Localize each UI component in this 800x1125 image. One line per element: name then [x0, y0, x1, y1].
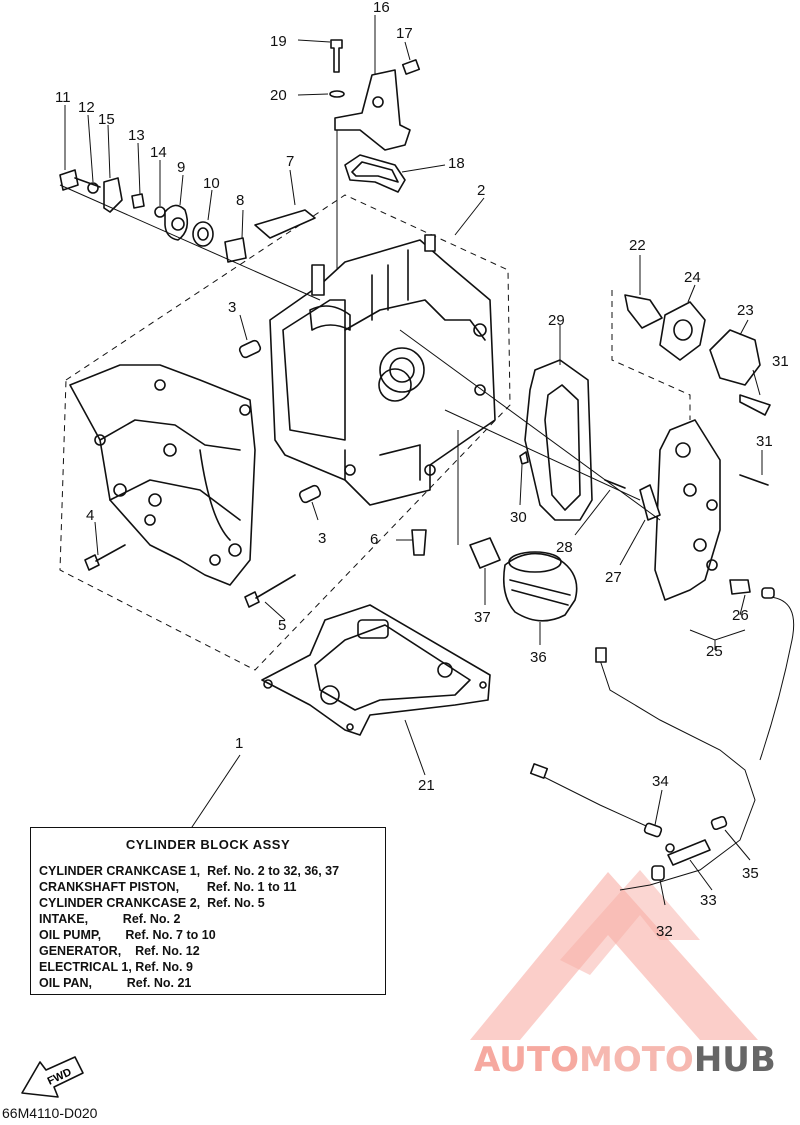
- assy-table-title: CYLINDER BLOCK ASSY: [125, 837, 291, 852]
- oil-pan-gasket: [261, 604, 491, 736]
- assy-row: ELECTRICAL 1, Ref. No. 9: [39, 960, 193, 974]
- callout-2: 2: [477, 182, 485, 199]
- bolt-5: [244, 574, 296, 608]
- callout-34: 34: [652, 773, 669, 790]
- callout-33: 33: [700, 892, 717, 909]
- callout-31-upper: 31: [772, 353, 789, 370]
- callout-12: 12: [78, 99, 95, 116]
- callout-35: 35: [742, 865, 759, 882]
- assy-row: OIL PAN, Ref. No. 21: [39, 976, 192, 990]
- bolt-4: [84, 544, 126, 571]
- callout-23: 23: [737, 302, 754, 319]
- top-bracket-assembly: [329, 39, 421, 270]
- callout-32: 32: [656, 923, 673, 940]
- breather-hose: [529, 587, 795, 891]
- callout-24: 24: [684, 269, 701, 286]
- cylinder-block-assy-table: CYLINDER BLOCK ASSY CYLINDER CRANKCASE 1…: [30, 827, 386, 995]
- callout-37: 37: [474, 609, 491, 626]
- dowel-pin-lower: [298, 484, 322, 504]
- cylinder-block: [269, 234, 496, 506]
- fitting-6: [411, 529, 427, 556]
- callout-9: 9: [177, 159, 185, 176]
- callout-11: 11: [55, 89, 71, 106]
- callout-7: 7: [286, 153, 294, 170]
- callout-31-lower: 31: [756, 433, 773, 450]
- callout-29: 29: [548, 312, 565, 329]
- watermark-text: AUTOMOTOHUB: [474, 1040, 776, 1080]
- callout-26: 26: [732, 607, 749, 624]
- callout-21: 21: [418, 777, 435, 794]
- callout-22: 22: [629, 237, 646, 254]
- callout-3-lower: 3: [318, 530, 326, 547]
- assy-row: GENERATOR, Ref. No. 12: [39, 944, 200, 958]
- drawing-code: 66M4110-D020: [2, 1105, 98, 1121]
- callout-28: 28: [556, 539, 573, 556]
- callout-15: 15: [98, 111, 115, 128]
- callout-20: 20: [270, 87, 287, 104]
- watermark-logo: [470, 870, 758, 1040]
- fwd-arrow: FWD: [21, 1056, 84, 1098]
- assy-row: INTAKE, Ref. No. 2: [39, 912, 181, 926]
- assy-row: OIL PUMP, Ref. No. 7 to 10: [39, 928, 216, 942]
- dashed-outline-lower: [59, 194, 511, 671]
- callout-17: 17: [396, 25, 413, 42]
- callout-14: 14: [150, 144, 167, 161]
- oil-filter: [457, 430, 578, 622]
- callout-1: 1: [235, 735, 243, 752]
- oil-pump-stack: [59, 169, 321, 301]
- callout-16: 16: [373, 0, 390, 16]
- right-cover-assembly: [399, 294, 771, 601]
- leader-lines: [64, 15, 763, 906]
- watermark-part-hub: HUB: [693, 1040, 776, 1080]
- dashed-outline-right: [611, 290, 691, 420]
- callout-3-upper: 3: [228, 299, 236, 316]
- callout-19: 19: [270, 33, 287, 50]
- assy-row: CYLINDER CRANKCASE 2, Ref. No. 5: [39, 896, 265, 910]
- callout-8: 8: [236, 192, 244, 209]
- callout-18: 18: [448, 155, 465, 172]
- callout-4: 4: [86, 507, 94, 524]
- crankcase-half: [69, 364, 256, 586]
- callout-5: 5: [278, 617, 286, 634]
- callout-27: 27: [605, 569, 622, 586]
- callout-36: 36: [530, 649, 547, 666]
- dowel-pin-upper: [238, 339, 262, 359]
- callout-25: 25: [706, 643, 723, 660]
- callout-13: 13: [128, 127, 145, 144]
- callout-6: 6: [370, 531, 378, 548]
- callout-30: 30: [510, 509, 527, 526]
- assy-row: CRANKSHAFT PISTON, Ref. No. 1 to 11: [39, 880, 297, 894]
- watermark-part-moto: MOTO: [578, 1040, 694, 1080]
- watermark-part-auto: AUTO: [474, 1040, 579, 1080]
- assy-row: CYLINDER CRANKCASE 1, Ref. No. 2 to 32, …: [39, 864, 340, 878]
- callout-10: 10: [203, 175, 220, 192]
